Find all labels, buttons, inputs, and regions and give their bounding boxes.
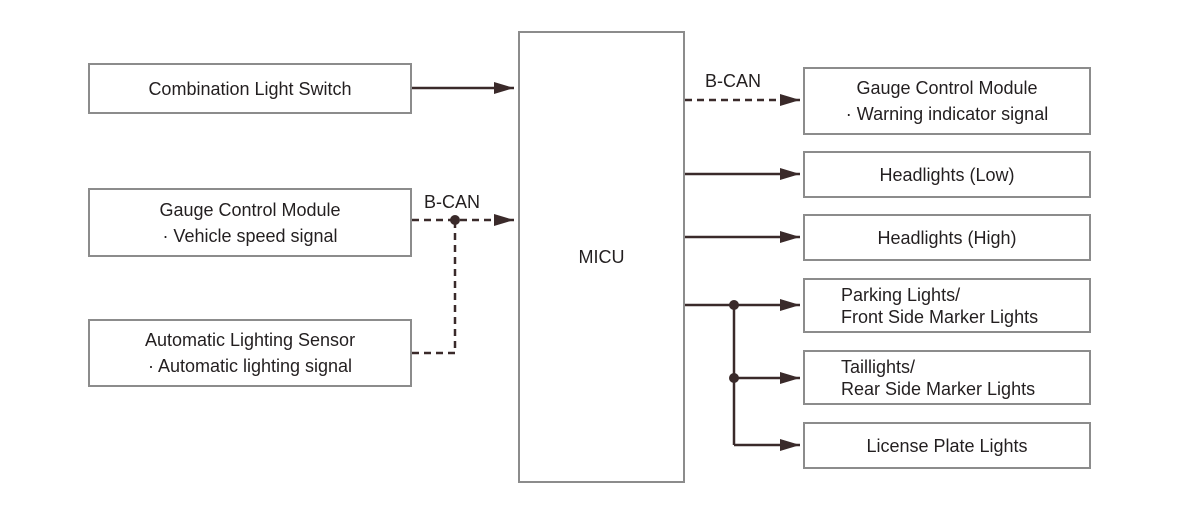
- gauge-output-title: Gauge Control Module: [856, 78, 1038, 98]
- micu-label: MICU: [578, 247, 625, 267]
- sensor-title: Automatic Lighting Sensor: [144, 330, 356, 350]
- gauge-output-detail: · Warning indicator signal: [845, 104, 1049, 124]
- gauge-input-detail: · Vehicle speed signal: [162, 225, 338, 246]
- combination-light-switch-label: Combination Light Switch: [148, 78, 352, 99]
- sensor-detail: · Automatic lighting signal: [147, 356, 353, 376]
- micu-box: MICU: [518, 31, 685, 483]
- headlights-high-label: Headlights (High): [877, 227, 1017, 248]
- taillight-junction-dot: [729, 373, 739, 383]
- license-plate-lights-label: License Plate Lights: [866, 435, 1028, 456]
- gauge-control-module-output-box: Gauge Control Module · Warning indicator…: [803, 67, 1091, 135]
- combination-light-switch-box: Combination Light Switch: [88, 63, 412, 114]
- taillights-line1: Taillights/: [841, 356, 916, 377]
- taillights-line2: Rear Side Marker Lights: [841, 378, 1036, 399]
- input-bcan-label: B-CAN: [424, 192, 481, 212]
- headlights-low-label: Headlights (Low): [879, 164, 1015, 185]
- automatic-lighting-sensor-box: Automatic Lighting Sensor · Automatic li…: [88, 319, 412, 387]
- gauge-input-title: Gauge Control Module: [159, 199, 341, 220]
- sensor-to-bcan-line: [412, 220, 457, 355]
- license-plate-lights-box: License Plate Lights: [803, 422, 1091, 469]
- output-bcan-label: B-CAN: [705, 71, 762, 91]
- parking-lights-line1: Parking Lights/: [841, 284, 961, 305]
- headlights-high-box: Headlights (High): [803, 214, 1091, 261]
- bcan-junction-dot: [450, 215, 460, 225]
- gauge-control-module-input-box: Gauge Control Module · Vehicle speed sig…: [88, 188, 412, 257]
- parking-lights-line2: Front Side Marker Lights: [841, 306, 1039, 327]
- parking-lights-box: Parking Lights/ Front Side Marker Lights: [803, 278, 1091, 333]
- taillights-box: Taillights/ Rear Side Marker Lights: [803, 350, 1091, 405]
- parking-junction-dot: [729, 300, 739, 310]
- headlights-low-box: Headlights (Low): [803, 151, 1091, 198]
